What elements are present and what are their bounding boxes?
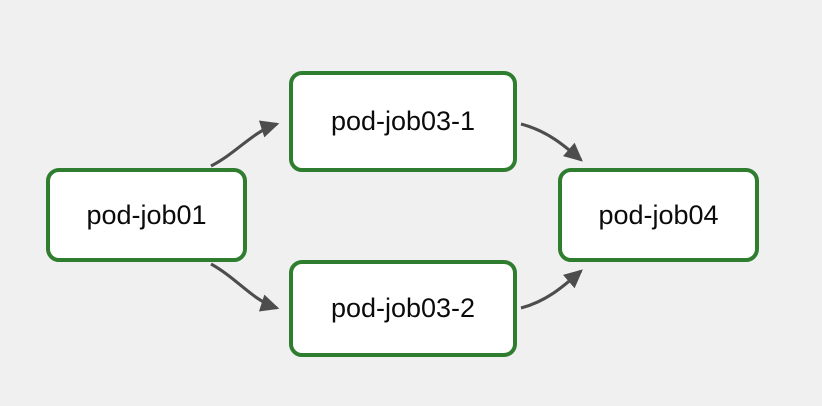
node-label: pod-job04 <box>598 199 719 230</box>
node-label: pod-job03-1 <box>330 106 476 136</box>
node-label: pod-job01 <box>86 199 207 230</box>
node-pod-job03-1[interactable]: pod-job03-1 <box>289 71 517 172</box>
node-pod-job03-2[interactable]: pod-job03-2 <box>289 260 517 357</box>
node-label: pod-job03-2 <box>330 293 476 323</box>
edge-pod-job01-to-pod-job03-1 <box>210 120 280 168</box>
node-pod-job01[interactable]: pod-job01 <box>46 168 247 262</box>
node-pod-job04[interactable]: pod-job04 <box>558 168 759 262</box>
edge-pod-job03-1-to-pod-job04 <box>520 122 583 162</box>
edge-pod-job03-2-to-pod-job04 <box>520 269 583 310</box>
edge-pod-job01-to-pod-job03-2 <box>210 262 280 312</box>
